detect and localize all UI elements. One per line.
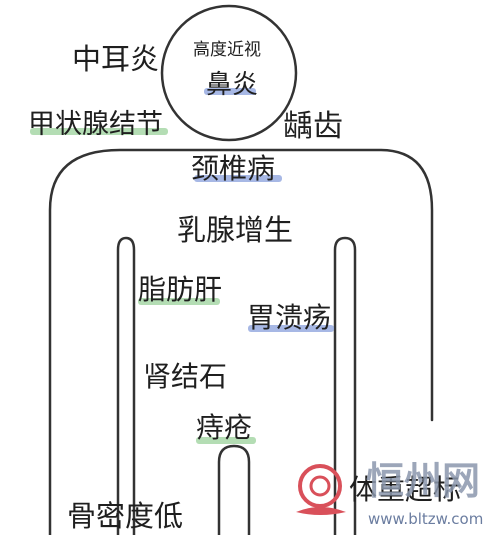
label-dental-caries: 龋齿 [283, 109, 343, 144]
hemorrhoid-highlight [196, 437, 256, 444]
label-high-myopia: 高度近视 [193, 40, 261, 60]
watermark-site-name: 恒州网 [366, 459, 481, 503]
label-gastric-ulcer: 胃溃疡 [247, 301, 332, 334]
label-rhinitis: 鼻炎 [206, 70, 259, 100]
torso-outline [116, 236, 357, 535]
thyroid-highlight [30, 128, 168, 135]
label-low-bone-density: 骨密度低 [67, 499, 184, 533]
liver-highlight [138, 298, 220, 305]
label-breast-hyperplasia: 乳腺增生 [177, 213, 294, 247]
label-otitis-media: 中耳炎 [72, 42, 160, 76]
label-cervical-spondylosis: 颈椎病 [191, 152, 276, 185]
stomach-highlight [248, 325, 334, 332]
nose-highlight [204, 88, 256, 95]
arms-shoulders-outline [48, 148, 434, 535]
watermark-url: www.bltzw.com [368, 510, 484, 528]
watermark-logo [296, 464, 346, 515]
label-kidney-stone: 肾结石 [143, 360, 228, 393]
neck-highlight [194, 175, 282, 182]
label-fatty-liver: 脂肪肝 [138, 273, 223, 306]
label-overweight: 体重超标 [349, 473, 462, 506]
label-thyroid-nodule: 甲状腺结节 [28, 109, 163, 140]
head-outline [160, 4, 298, 142]
leg-split-outline [217, 444, 251, 535]
label-hemorrhoids: 痔疮 [196, 411, 253, 444]
